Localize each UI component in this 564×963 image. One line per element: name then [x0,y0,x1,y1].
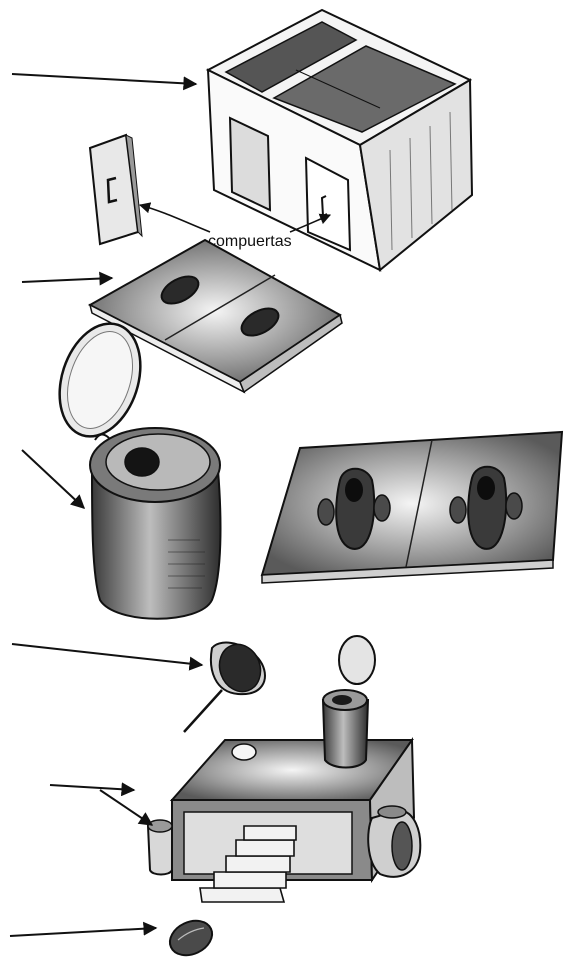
arrow-to-funnel [12,644,202,665]
arrow-to-toilet-seat [22,450,84,508]
arrow-to-slab [22,278,112,282]
small-door-icon [90,135,142,244]
squat-slab-footrests-icon [262,432,562,583]
arrow-to-container [100,790,152,825]
double-vault-structure-icon [208,10,472,270]
container-icon [148,820,172,875]
gates-label: compuertas [208,233,292,250]
stone-icon [164,914,217,962]
arrow-to-stone [10,928,156,936]
urine-funnel-icon [184,639,267,732]
container-icon [368,806,420,877]
arrow-to-platform [50,785,134,790]
gate-pointer-left [140,205,210,232]
arrow-to-vault [12,74,196,84]
